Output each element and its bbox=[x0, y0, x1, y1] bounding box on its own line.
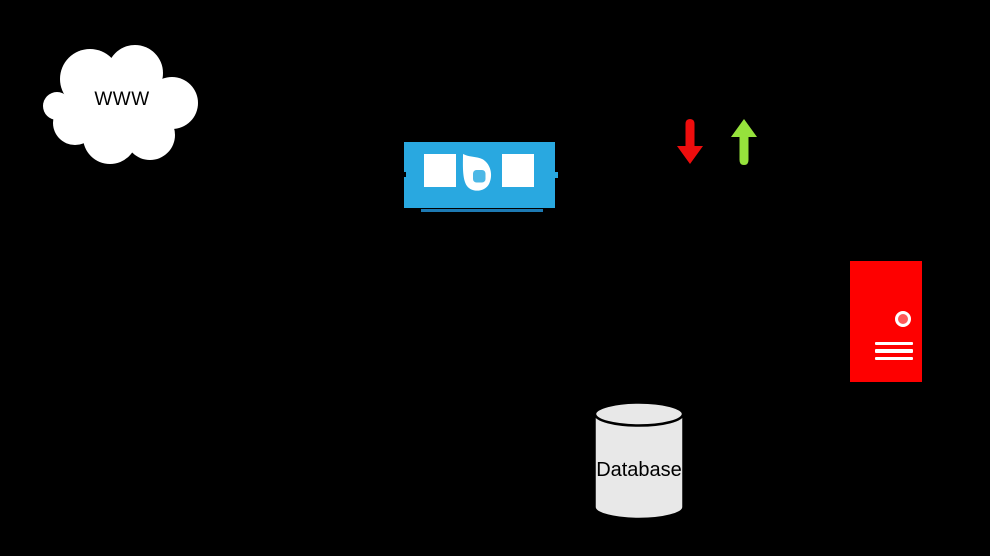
server-vent-line bbox=[875, 342, 913, 346]
power-button-icon bbox=[895, 311, 911, 327]
database-cylinder-icon bbox=[593, 401, 685, 520]
server-vents bbox=[875, 342, 913, 364]
logo-right-square bbox=[502, 154, 534, 187]
database-label: Database bbox=[596, 459, 682, 481]
server-vent-line bbox=[875, 349, 913, 353]
logo-left-square bbox=[424, 154, 456, 187]
www-label: WWW bbox=[94, 89, 150, 110]
web-app-logo-node bbox=[403, 142, 558, 208]
server-vent-line bbox=[875, 356, 913, 361]
www-cloud-node bbox=[42, 43, 202, 167]
app-logo-icon bbox=[462, 154, 492, 191]
logo-right-nub bbox=[555, 172, 558, 178]
cloud-icon bbox=[43, 45, 198, 164]
down-arrow-icon bbox=[677, 119, 703, 164]
logo-left-notch bbox=[403, 172, 406, 177]
up-arrow-icon bbox=[731, 119, 757, 165]
server-tower-icon bbox=[850, 261, 922, 382]
database-node bbox=[592, 400, 686, 522]
logo-underline bbox=[421, 209, 543, 212]
